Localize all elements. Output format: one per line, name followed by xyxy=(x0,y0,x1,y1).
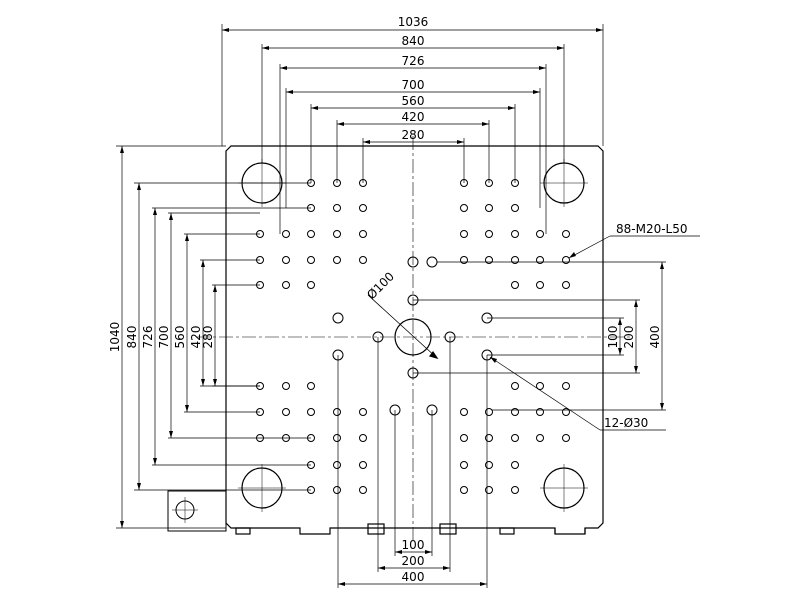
m20-hole xyxy=(282,256,290,264)
m20-hole xyxy=(460,486,468,494)
m20-hole xyxy=(536,408,544,416)
m20-hole xyxy=(562,434,570,442)
m20-hole xyxy=(359,408,367,416)
dim-left-560: 560 xyxy=(173,326,187,349)
side-boss xyxy=(167,490,227,532)
leader-arrows xyxy=(490,252,576,363)
left-dimension-arrows xyxy=(120,146,217,528)
m20-hole xyxy=(511,486,519,494)
m20-hole xyxy=(333,486,341,494)
m20-hole xyxy=(460,230,468,238)
dim-right-400: 400 xyxy=(648,326,662,349)
leader-lines xyxy=(489,235,700,431)
m20-hole xyxy=(282,382,290,390)
m20-hole xyxy=(359,204,367,212)
dim-left-420: 420 xyxy=(189,326,203,349)
note-dia30-holes: 12-Ø30 xyxy=(604,416,648,430)
dim-left-1040: 1040 xyxy=(108,322,122,353)
left-dimensions xyxy=(116,145,311,529)
centerlines xyxy=(196,136,630,540)
m20-hole xyxy=(333,461,341,469)
m20-hole xyxy=(511,230,519,238)
m20-hole xyxy=(460,204,468,212)
m20-hole xyxy=(282,230,290,238)
dim-left-700: 700 xyxy=(157,326,171,349)
m20-hole xyxy=(359,256,367,264)
m20-hole xyxy=(333,256,341,264)
m20-hole xyxy=(511,434,519,442)
m20-hole xyxy=(307,256,315,264)
dim-right-200: 200 xyxy=(622,326,636,349)
bottom-dimension-arrows xyxy=(338,550,487,586)
m20-hole xyxy=(282,281,290,289)
m20-hole xyxy=(359,434,367,442)
m20-hole xyxy=(511,382,519,390)
dim-bottom-100: 100 xyxy=(402,538,425,552)
note-m20-threads: 88-M20-L50 xyxy=(616,222,688,236)
m20-hole xyxy=(333,204,341,212)
dim-bottom-200: 200 xyxy=(402,554,425,568)
dim-right-100: 100 xyxy=(606,326,620,349)
dim-top-700: 700 xyxy=(402,78,425,92)
m20-hole xyxy=(359,461,367,469)
m20-hole xyxy=(307,230,315,238)
m20-hole xyxy=(307,382,315,390)
dim-left-840: 840 xyxy=(125,326,139,349)
dim-top-1036: 1036 xyxy=(398,15,429,29)
m20-hole xyxy=(536,230,544,238)
m20-hole xyxy=(485,408,493,416)
bottom-dimensions xyxy=(337,337,488,588)
m20-hole xyxy=(536,256,544,264)
m20-hole xyxy=(460,256,468,264)
m20-hole xyxy=(562,281,570,289)
m20-hole xyxy=(460,434,468,442)
center-hole xyxy=(367,294,439,360)
top-dimensions xyxy=(221,24,604,234)
right-dimensions xyxy=(413,261,666,411)
m20-hole xyxy=(562,230,570,238)
m20-hole xyxy=(562,408,570,416)
right-dimension-arrows xyxy=(618,262,664,410)
dim-top-840: 840 xyxy=(402,34,425,48)
m20-hole xyxy=(460,461,468,469)
tie-bar-crosshairs xyxy=(238,159,588,512)
m20-hole xyxy=(485,486,493,494)
m20-hole xyxy=(333,408,341,416)
m20-hole xyxy=(359,486,367,494)
dim-bottom-400: 400 xyxy=(402,570,425,584)
center-hole-label: Ø100 xyxy=(364,269,397,302)
dim-top-280: 280 xyxy=(402,128,425,142)
m20-hole xyxy=(333,434,341,442)
m20-hole xyxy=(511,204,519,212)
dim-top-420: 420 xyxy=(402,110,425,124)
dim-top-560: 560 xyxy=(402,94,425,108)
m20-hole xyxy=(307,281,315,289)
platen-outline xyxy=(225,145,604,535)
m20-hole xyxy=(536,382,544,390)
m20-hole xyxy=(485,461,493,469)
m20-hole xyxy=(460,408,468,416)
m20-hole xyxy=(333,230,341,238)
m20-hole xyxy=(485,204,493,212)
m20-hole xyxy=(282,408,290,416)
m20-hole xyxy=(359,230,367,238)
m20-hole xyxy=(511,408,519,416)
dim-top-726: 726 xyxy=(402,54,425,68)
m20-hole xyxy=(536,281,544,289)
m20-hole xyxy=(562,256,570,264)
m20-hole xyxy=(511,281,519,289)
m20-hole xyxy=(485,230,493,238)
m20-hole xyxy=(307,408,315,416)
m20-hole xyxy=(511,256,519,264)
dim-left-726: 726 xyxy=(141,326,155,349)
m20-hole xyxy=(511,461,519,469)
top-dimension-arrows xyxy=(222,28,603,144)
dim-left-280: 280 xyxy=(201,326,215,349)
m20-hole xyxy=(485,434,493,442)
m20-hole xyxy=(485,256,493,264)
m20-hole xyxy=(562,382,570,390)
m20-hole xyxy=(536,434,544,442)
